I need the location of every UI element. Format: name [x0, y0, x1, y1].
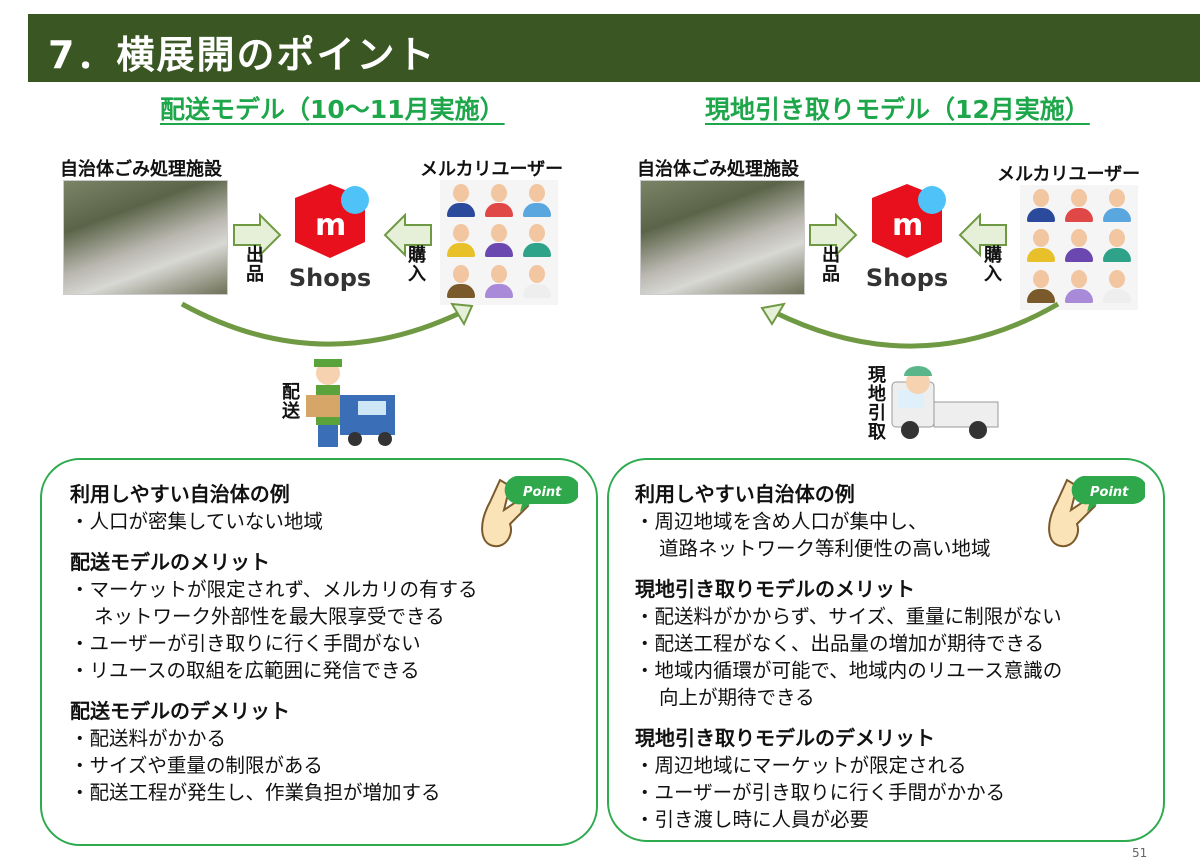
- user-avatar-icon: [1062, 269, 1096, 306]
- list-item: ・リユースの取組を広範囲に発信できる: [70, 659, 420, 682]
- list-item: ・周辺地域を含め人口が集中し、: [635, 510, 928, 533]
- list-label: 出品: [819, 245, 840, 283]
- shops-text: Shops: [288, 264, 372, 292]
- users-illustration: [440, 180, 558, 305]
- user-avatar-icon: [444, 184, 478, 220]
- right-subtitle: 現地引き取りモデル（12月実施）: [705, 95, 1090, 124]
- list-item: ・配送工程が発生し、作業負担が増加する: [70, 781, 441, 804]
- pickup-model-points: 利用しやすい自治体の例 ・周辺地域を含め人口が集中し、 道路ネットワーク等利便性…: [635, 481, 1062, 833]
- shops-text: Shops: [865, 264, 949, 292]
- user-avatar-icon: [1100, 229, 1134, 265]
- list-item: ・配送料がかからず、サイズ、重量に制限がない: [635, 605, 1062, 628]
- facility-label: 自治体ごみ処理施設: [60, 159, 222, 180]
- user-avatar-icon: [1062, 229, 1096, 265]
- list-item: ・ユーザーが引き取りに行く手間がかかる: [635, 781, 1006, 804]
- list-item: ・マーケットが限定されず、メルカリの有する: [70, 578, 478, 601]
- svg-text:Point: Point: [523, 485, 562, 500]
- pickup-model-points-box: [607, 458, 1165, 842]
- users-label: メルカリユーザー: [997, 164, 1141, 185]
- user-avatar-icon: [1100, 269, 1134, 306]
- heading: 現地引き取りモデルのデメリット: [635, 726, 935, 750]
- list-item: 向上が期待できる: [659, 686, 815, 709]
- list-item: ・配送料がかかる: [70, 727, 227, 750]
- arrow-left-icon: [958, 213, 1007, 257]
- buy-label: 購入: [981, 245, 1002, 283]
- list-item: ・地域内循環が可能で、地域内のリユース意識の: [635, 659, 1063, 682]
- list-item: 道路ネットワーク等利便性の高い地域: [659, 537, 991, 560]
- list-item: ・周辺地域にマーケットが限定される: [635, 754, 967, 777]
- curved-arrow-icon: [180, 301, 474, 347]
- user-avatar-icon: [482, 184, 516, 220]
- point-hand-icon: Point: [481, 476, 578, 548]
- delivery-model-points: 利用しやすい自治体の例 ・人口が密集していない地域 配送モデルのメリット ・マー…: [70, 481, 478, 806]
- user-avatar-icon: [1062, 189, 1096, 225]
- facility-label: 自治体ごみ処理施設: [637, 159, 799, 180]
- mercari-shops-logo: m Shops: [862, 180, 952, 295]
- svg-text:Point: Point: [1090, 485, 1129, 500]
- user-avatar-icon: [1024, 269, 1058, 306]
- arrow-right-icon: [809, 213, 858, 257]
- user-avatar-icon: [1024, 229, 1058, 265]
- users-label: メルカリユーザー: [420, 159, 564, 180]
- svg-text:m: m: [892, 208, 923, 243]
- user-avatar-icon: [520, 184, 554, 220]
- slide-title: 7．横展開のポイント: [48, 33, 437, 77]
- users-illustration: [1020, 185, 1138, 310]
- heading: 配送モデルのデメリット: [70, 699, 290, 723]
- user-avatar-icon: [520, 224, 554, 260]
- list-item: ・配送工程がなく、出品量の増加が期待できる: [635, 632, 1045, 655]
- arrow-right-icon: [233, 213, 282, 257]
- heading: 現地引き取りモデルのメリット: [635, 577, 915, 601]
- delivery-model-points-box: [40, 458, 598, 846]
- list-item: ネットワーク外部性を最大限享受できる: [94, 605, 445, 628]
- heading: 配送モデルのメリット: [70, 550, 270, 574]
- user-avatar-icon: [1024, 189, 1058, 225]
- list-item: ・引き渡し時に人員が必要: [635, 808, 870, 831]
- page-number: 51: [1132, 846, 1148, 860]
- user-avatar-icon: [482, 264, 516, 301]
- mercari-shops-logo: m Shops: [285, 180, 375, 295]
- facility-photo: [640, 180, 805, 295]
- arrow-left-icon: [383, 213, 432, 257]
- point-hand-icon: Point: [1048, 476, 1145, 548]
- user-avatar-icon: [444, 224, 478, 260]
- pickup-label: 現地引取: [865, 365, 886, 441]
- heading: 利用しやすい自治体の例: [70, 482, 290, 506]
- user-avatar-icon: [444, 264, 478, 301]
- buy-label: 購入: [405, 245, 426, 283]
- user-avatar-icon: [482, 224, 516, 260]
- facility-photo: [63, 180, 228, 295]
- ship-label: 配送: [279, 382, 300, 420]
- slide-header: 7．横展開のポイント: [28, 14, 1200, 82]
- pickup-truck-icon: [891, 366, 999, 439]
- user-avatar-icon: [1100, 189, 1134, 225]
- list-item: ・ユーザーが引き取りに行く手間がない: [70, 632, 421, 655]
- list-item: ・サイズや重量の制限がある: [70, 754, 323, 777]
- user-avatar-icon: [520, 264, 554, 301]
- heading: 利用しやすい自治体の例: [635, 482, 855, 506]
- list-item: ・人口が密集していない地域: [70, 510, 323, 533]
- delivery-person-truck-icon: [306, 359, 395, 447]
- left-subtitle: 配送モデル（10〜11月実施）: [160, 95, 505, 124]
- svg-text:m: m: [315, 208, 346, 243]
- curved-arrow-icon: [760, 301, 1060, 349]
- list-label: 出品: [243, 245, 264, 283]
